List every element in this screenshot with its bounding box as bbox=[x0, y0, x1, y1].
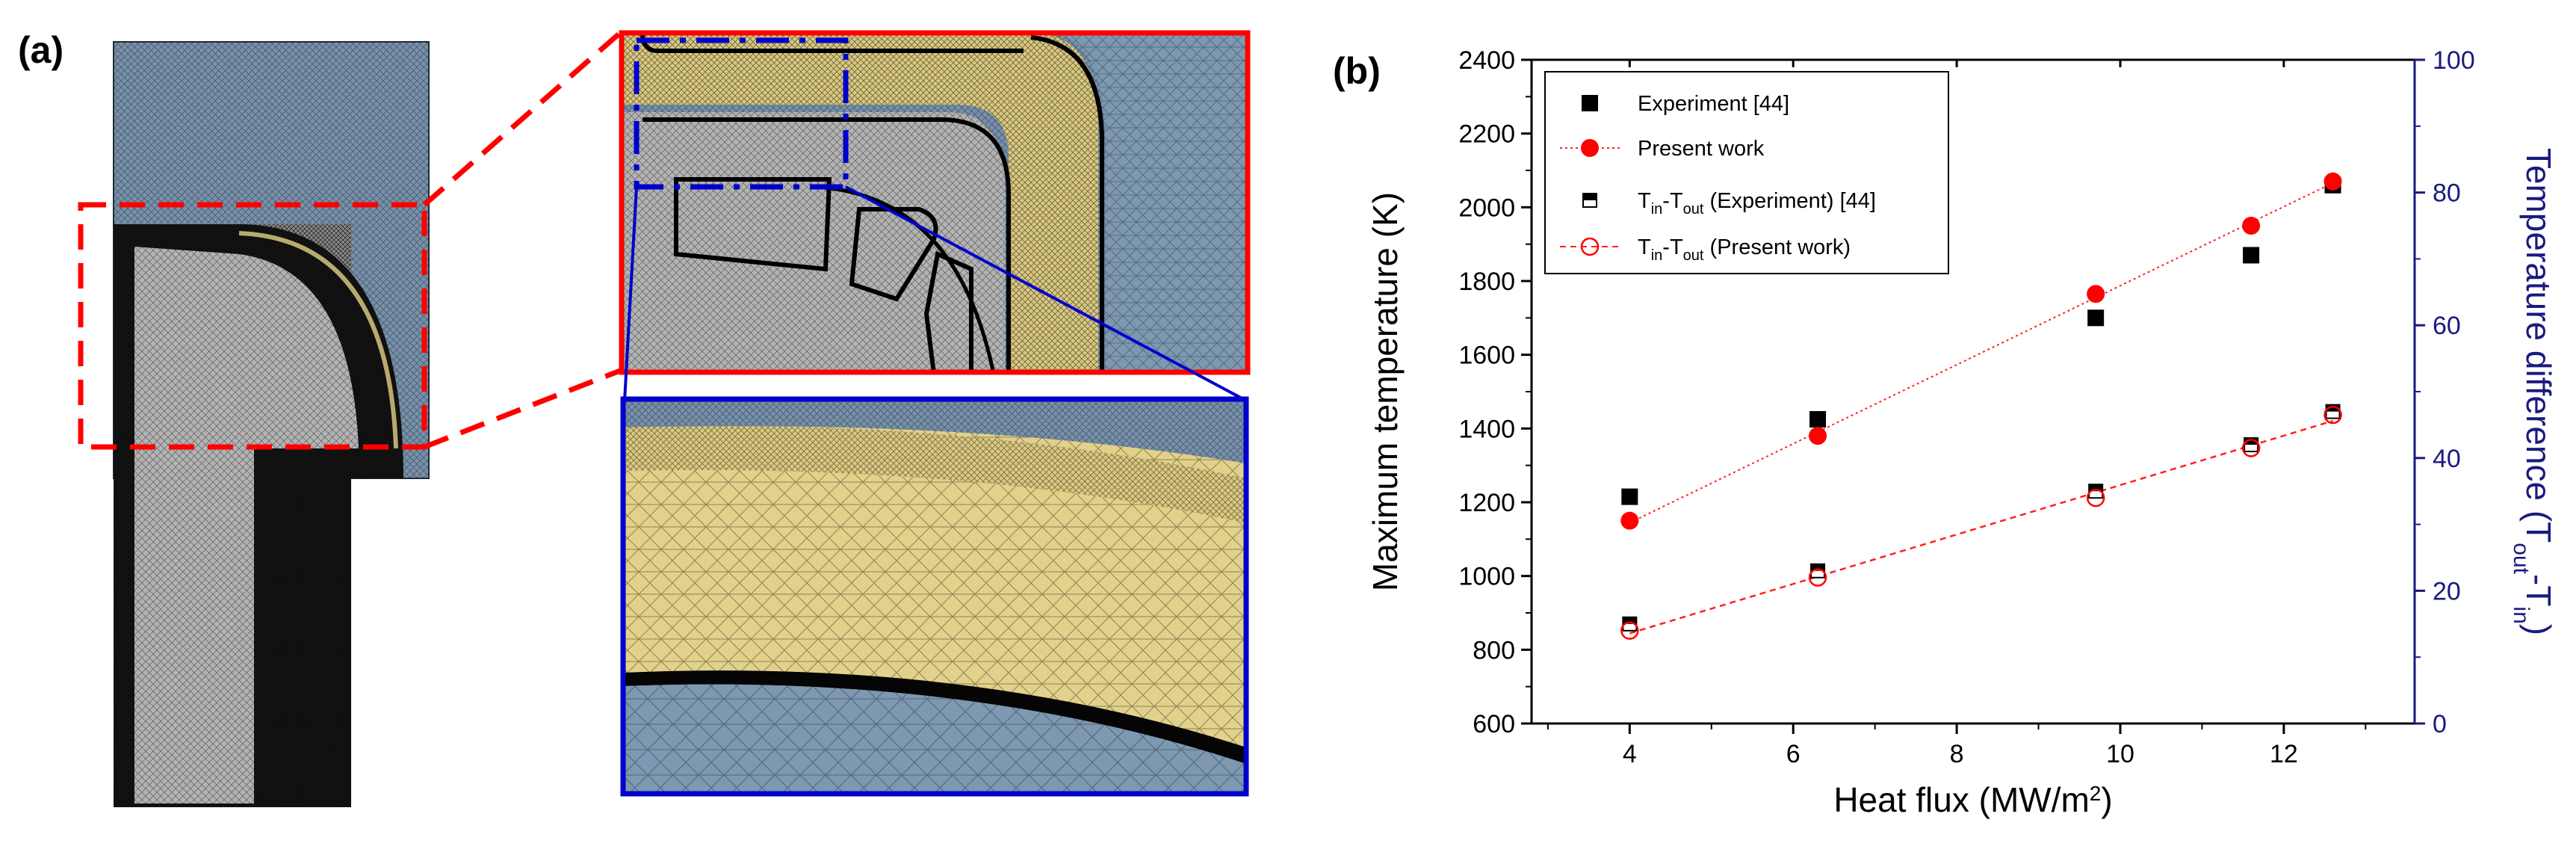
legend-marker-3 bbox=[1582, 193, 1597, 208]
y-left-tick-label: 2000 bbox=[1458, 194, 1515, 222]
point-series-4 bbox=[2086, 488, 2105, 507]
legend-label-3: Tin-Tout (Experiment) [44] bbox=[1638, 189, 1876, 217]
point-series-4 bbox=[1808, 568, 1827, 587]
y-left-tick-label: 600 bbox=[1473, 710, 1515, 738]
point-series-1 bbox=[1809, 411, 1827, 428]
y-right-tick-label: 60 bbox=[2433, 312, 2461, 340]
point-series-1 bbox=[2087, 309, 2105, 327]
point-series-1 bbox=[2243, 247, 2260, 264]
legend-label-1: Experiment [44] bbox=[1638, 92, 1789, 116]
point-series-2 bbox=[1809, 427, 1827, 445]
panel-b-label: (b) bbox=[1333, 50, 1381, 92]
legend-label-2: Present work bbox=[1638, 137, 1765, 161]
y-left-tick-label: 1600 bbox=[1458, 342, 1515, 370]
fit-lines bbox=[1629, 182, 2333, 635]
legend-marker-2 bbox=[1581, 139, 1599, 157]
y-right-tick-label: 80 bbox=[2433, 179, 2461, 208]
legend-box bbox=[1544, 71, 1949, 274]
zoom-connector-top bbox=[422, 31, 622, 207]
y-left-tick-label: 2200 bbox=[1458, 120, 1515, 149]
panel-a-label: (a) bbox=[18, 29, 64, 71]
x-tick-label: 12 bbox=[2270, 740, 2298, 768]
y-right-axis-title: Temperature difference (Tout-Tin) bbox=[2510, 148, 2559, 635]
y-left-tick-label: 1000 bbox=[1458, 563, 1515, 591]
y-right-tick-label: 20 bbox=[2433, 577, 2461, 605]
full-mesh-geometry bbox=[113, 41, 430, 807]
x-axis-title: Heat flux (MW/m2) bbox=[1833, 780, 2112, 819]
zoom-panel-blue bbox=[623, 399, 1246, 794]
point-series-3 bbox=[2088, 484, 2104, 499]
point-series-3 bbox=[1810, 563, 1826, 578]
zoom-panel-blue-border bbox=[620, 396, 1249, 797]
y-right-tick-label: 100 bbox=[2433, 46, 2475, 75]
point-series-4 bbox=[2323, 405, 2342, 425]
y-left-tick-label: 1400 bbox=[1458, 415, 1515, 443]
zoom-box-blue bbox=[634, 37, 849, 190]
x-tick-label: 8 bbox=[1950, 740, 1964, 768]
y-left-tick-label: 1800 bbox=[1458, 268, 1515, 296]
point-series-2 bbox=[2323, 172, 2342, 191]
zoom-panel-red-border bbox=[619, 30, 1251, 375]
point-series-3 bbox=[1622, 616, 1638, 632]
fit-line-series-4 bbox=[1629, 419, 2333, 635]
y-left-axis-title: Maximum temperature (K) bbox=[1366, 192, 1405, 591]
data-markers bbox=[1620, 172, 2342, 640]
zoom-connector-blue-right bbox=[845, 185, 1247, 402]
point-series-4 bbox=[1620, 621, 1639, 640]
point-series-2 bbox=[1620, 511, 1639, 530]
y-left-tick-label: 800 bbox=[1473, 636, 1515, 664]
x-tick-label: 10 bbox=[2106, 740, 2134, 768]
y-left-axis-ticks: 600 800 1000 1200 1400 1600 1800 2000 2200 2400 bbox=[1458, 46, 1532, 738]
legend-label-4: Tin-Tout (Present work) bbox=[1638, 235, 1851, 264]
zoom-connector-bottom bbox=[423, 368, 622, 450]
y-right-tick-label: 0 bbox=[2433, 710, 2447, 738]
x-axis-ticks: 4 6 8 10 12 bbox=[1546, 60, 2367, 768]
core-mesh-region bbox=[134, 247, 359, 803]
zoom-panel-red bbox=[622, 33, 1248, 372]
x-tick-label: 4 bbox=[1623, 740, 1637, 768]
point-series-4 bbox=[2241, 439, 2261, 457]
legend: Tin-Tout (Experiment) [44] Tin-Tout (Pre… bbox=[1544, 71, 1949, 274]
y-left-tick-label: 2400 bbox=[1458, 46, 1515, 75]
zoom-connector-blue-left bbox=[623, 186, 638, 401]
legend-marker-4 bbox=[1580, 237, 1600, 256]
y-right-axis-ticks: 0 20 40 60 80 100 bbox=[2415, 46, 2475, 738]
point-series-2 bbox=[2087, 285, 2105, 303]
y-right-tick-label: 40 bbox=[2433, 445, 2461, 473]
point-series-1 bbox=[1621, 488, 1638, 505]
point-series-2 bbox=[2242, 217, 2261, 235]
legend-marker-1 bbox=[1582, 95, 1598, 111]
y-left-tick-label: 1200 bbox=[1458, 489, 1515, 517]
zoom-box-red bbox=[78, 202, 427, 450]
x-tick-label: 6 bbox=[1786, 740, 1801, 768]
